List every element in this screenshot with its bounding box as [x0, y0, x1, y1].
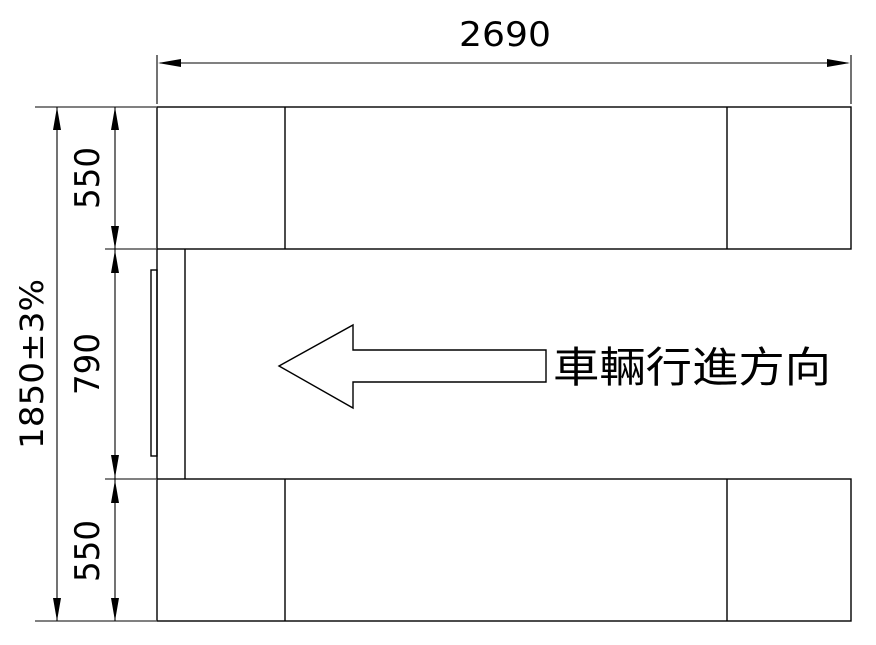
direction-arrow-icon — [277, 323, 547, 410]
overall-height-dimension: 1850±3% — [13, 106, 156, 622]
width-dimension: 2690 — [156, 15, 852, 104]
dim-arrow-right — [827, 59, 850, 67]
bottom-block — [156, 478, 852, 622]
overall-height-label: 1850±3% — [13, 279, 51, 449]
dim-arrow-top — [53, 107, 61, 130]
middle-lane — [150, 249, 186, 479]
top-block — [156, 106, 852, 250]
top-section-label: 550 — [68, 147, 108, 209]
dim-arrow-bottom — [53, 598, 61, 621]
middle-section-label: 790 — [68, 333, 108, 395]
bottom-section-label: 550 — [68, 520, 108, 582]
width-dimension-label: 2690 — [459, 15, 551, 55]
dim-arrow-left — [158, 59, 181, 67]
direction-label: 車輛行進方向 — [553, 343, 831, 392]
section-dimensions: 550 790 550 — [68, 107, 156, 621]
stop-line-marker — [150, 269, 158, 457]
